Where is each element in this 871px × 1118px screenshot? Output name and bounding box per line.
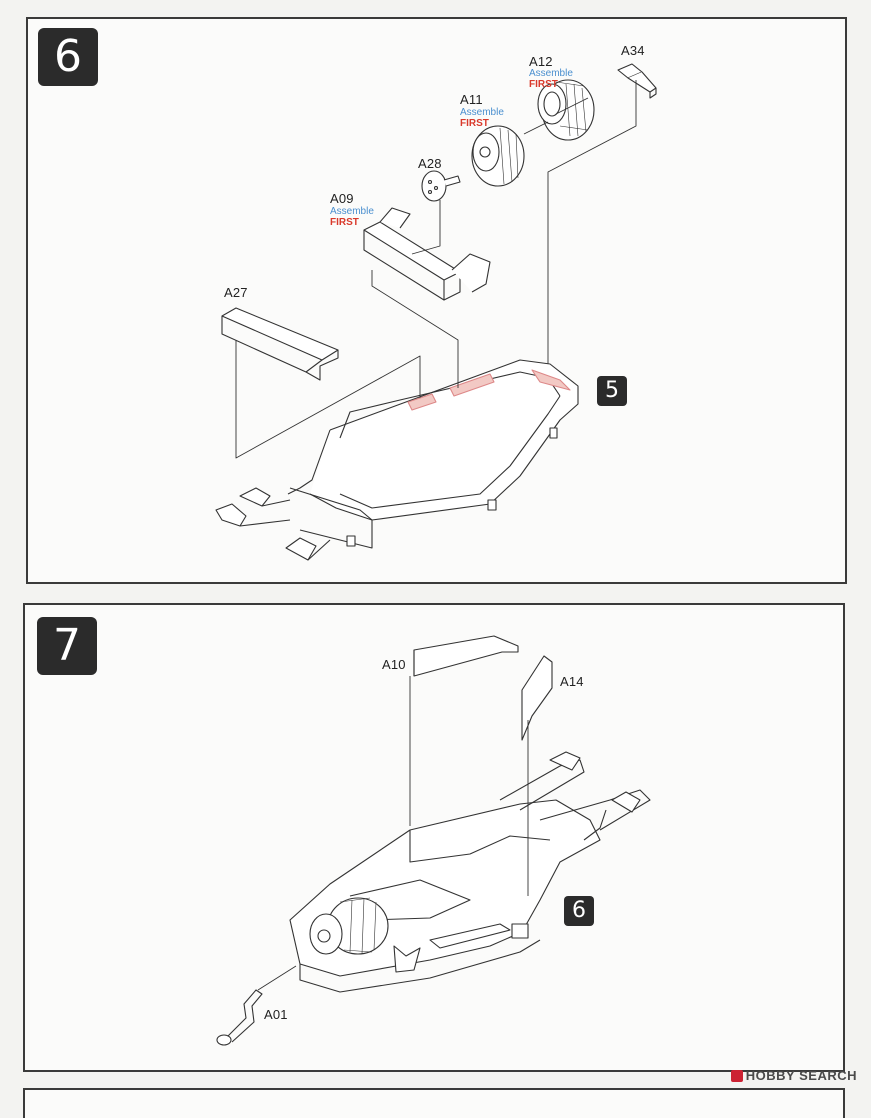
part-label-a12: A12 bbox=[529, 54, 553, 69]
watermark-text: HOBBY SEARCH bbox=[745, 1068, 857, 1083]
part-a09-drawing bbox=[363, 207, 491, 301]
wheel-assembly bbox=[309, 897, 389, 955]
step-6-number-badge: 6 bbox=[38, 28, 98, 86]
part-label-a27: A27 bbox=[224, 285, 248, 300]
mount-point-a09 bbox=[449, 373, 495, 397]
part-a12-drawing bbox=[537, 79, 595, 141]
mount-point-a27 bbox=[407, 393, 437, 411]
ref-badge-step6: 6 bbox=[564, 896, 594, 926]
step-6-diagram bbox=[215, 63, 657, 561]
note-first-a12: FIRST bbox=[529, 79, 558, 90]
part-a34-drawing bbox=[617, 63, 657, 99]
mount-point-a34 bbox=[531, 369, 571, 391]
part-label-a28: A28 bbox=[418, 156, 442, 171]
watermark: HOBBY SEARCH bbox=[730, 1068, 857, 1083]
trailer-frame-step7 bbox=[289, 751, 651, 993]
leader-a12-a11 bbox=[523, 97, 589, 135]
step-8-panel-edge bbox=[23, 1088, 845, 1118]
leader-a28 bbox=[411, 200, 441, 255]
trailer-frame-step6 bbox=[215, 359, 579, 561]
note-assemble-a12: Assemble bbox=[529, 68, 573, 79]
note-first-a09: FIRST bbox=[330, 217, 359, 228]
step-7-number-badge: 7 bbox=[37, 617, 97, 675]
leader-a27 bbox=[235, 340, 421, 459]
part-label-a14: A14 bbox=[560, 674, 584, 689]
step-7-diagram bbox=[216, 635, 651, 1046]
leader-a09 bbox=[371, 270, 459, 388]
part-a11-drawing bbox=[471, 125, 525, 187]
note-assemble-a11: Assemble bbox=[460, 107, 504, 118]
ref-badge-step5: 5 bbox=[597, 376, 627, 406]
part-label-a09: A09 bbox=[330, 191, 354, 206]
part-a01-drawing bbox=[216, 989, 263, 1046]
hobby-search-logo-icon bbox=[730, 1069, 743, 1082]
part-a27-drawing bbox=[221, 307, 339, 381]
part-label-a11: A11 bbox=[460, 92, 483, 107]
leader-a01 bbox=[257, 965, 297, 991]
note-first-a11: FIRST bbox=[460, 118, 489, 129]
note-assemble-a09: Assemble bbox=[330, 206, 374, 217]
part-a14-drawing bbox=[521, 655, 553, 741]
part-a10-drawing bbox=[413, 635, 519, 677]
part-a28-drawing bbox=[421, 170, 461, 202]
part-label-a10: A10 bbox=[382, 657, 406, 672]
part-label-a01: A01 bbox=[264, 1007, 288, 1022]
leader-a34 bbox=[547, 80, 637, 364]
part-label-a34: A34 bbox=[621, 43, 645, 58]
